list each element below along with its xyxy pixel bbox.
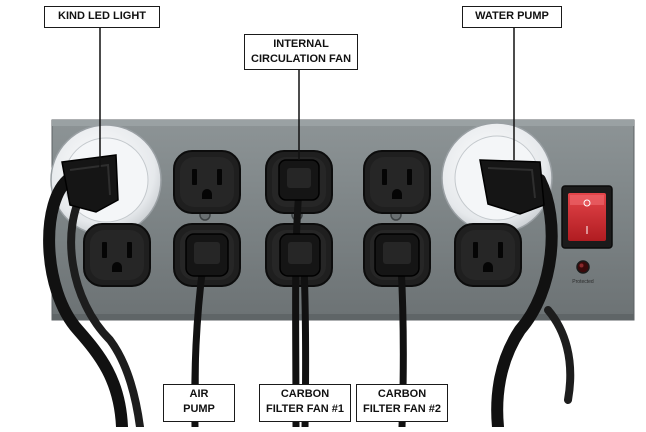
power-switch[interactable] xyxy=(561,185,613,249)
label-water-pump-text: WATER PUMP xyxy=(475,10,549,22)
label-internal-circulation-fan-line2: CIRCULATION FAN xyxy=(251,53,352,65)
label-air-pump-line1: AIR xyxy=(189,388,209,400)
plug-internal-circulation-fan xyxy=(278,159,320,201)
leader-lines xyxy=(99,27,515,384)
outlet-top-2 xyxy=(173,150,241,214)
outlet-bottom-5 xyxy=(454,223,522,287)
protected-indicator-label: Protected xyxy=(572,279,594,285)
outlet-bottom-1 xyxy=(83,223,151,287)
plug-carbon-filter-fan-1 xyxy=(279,233,321,277)
plug-carbon-filter-fan-2 xyxy=(374,233,420,277)
label-kind-led-light: KIND LED LIGHT xyxy=(44,6,160,28)
label-carbon-filter-fan-2-line1: CARBON xyxy=(377,388,427,400)
label-internal-circulation-fan-line1: INTERNAL xyxy=(273,38,329,50)
label-internal-circulation-fan: INTERNAL CIRCULATION FAN xyxy=(244,34,358,70)
label-carbon-filter-fan-2: CARBON FILTER FAN #2 xyxy=(356,384,448,422)
plug-water-pump xyxy=(479,159,545,215)
label-air-pump-line2: PUMP xyxy=(183,403,215,415)
label-water-pump: WATER PUMP xyxy=(462,6,562,28)
protected-indicator-light: Protected xyxy=(572,260,594,285)
label-air-pump: AIR PUMP xyxy=(163,384,235,422)
label-carbon-filter-fan-1-line1: CARBON xyxy=(280,388,330,400)
outlet-top-4 xyxy=(363,150,431,214)
label-carbon-filter-fan-1: CARBON FILTER FAN #1 xyxy=(259,384,351,422)
label-carbon-filter-fan-1-line2: FILTER FAN #1 xyxy=(266,403,345,415)
label-kind-led-light-text: KIND LED LIGHT xyxy=(58,10,146,22)
plug-kind-led-light xyxy=(61,154,119,213)
plug-air-pump xyxy=(185,233,229,277)
label-carbon-filter-fan-2-line2: FILTER FAN #2 xyxy=(363,403,442,415)
